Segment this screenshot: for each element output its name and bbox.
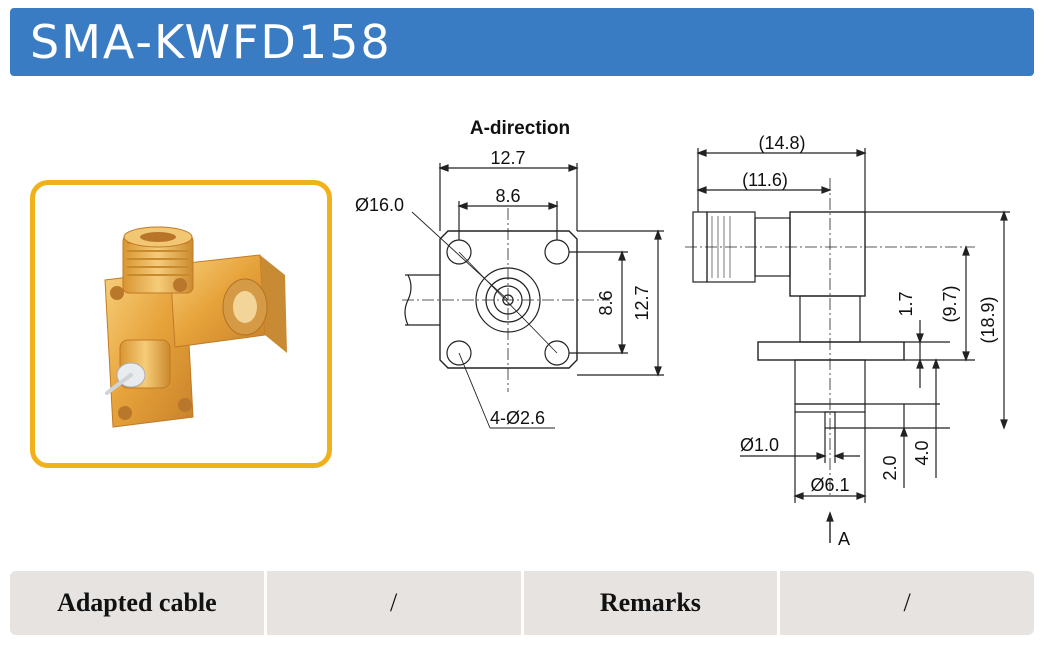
connector-photo (104, 226, 287, 428)
dimension-drawing: A-direction 12.7 8.6 Ø16.0 8.6 12.7 4-Ø2… (355, 118, 1010, 549)
dim-flange-thickness: 1.7 (896, 291, 916, 316)
product-photo-frame (30, 180, 332, 468)
dim-diameter: Ø16.0 (355, 195, 404, 215)
dim-width-outer: 12.7 (490, 148, 525, 168)
dim-length-overall: (14.8) (758, 133, 805, 153)
dim-height-outer: 12.7 (632, 285, 652, 320)
dim-hole-spacing-v: 8.6 (596, 290, 616, 315)
title-banner: SMA-KWFD158 (10, 8, 1034, 76)
direction-label: A (838, 529, 850, 549)
adapted-cable-value: / (266, 571, 521, 635)
product-title: SMA-KWFD158 (30, 15, 392, 69)
front-view-title: A-direction (470, 118, 570, 139)
dim-pin-diameter: Ø1.0 (740, 435, 779, 455)
dim-height-upper: (9.7) (940, 285, 960, 322)
dim-height-overall: (18.9) (978, 296, 998, 343)
dim-insulator-length: 4.0 (912, 440, 932, 465)
remarks-label: Remarks (523, 571, 778, 635)
dim-hole-spacing-h: 8.6 (495, 186, 520, 206)
dim-holes: 4-Ø2.6 (490, 408, 545, 428)
dim-dielectric-diameter: Ø6.1 (810, 475, 849, 495)
dim-pin-length: 2.0 (880, 455, 900, 480)
dim-length-body: (11.6) (742, 170, 788, 190)
adapted-cable-label: Adapted cable (10, 571, 264, 635)
remarks-value: / (780, 571, 1034, 635)
spec-table: Adapted cable / Remarks / (10, 571, 1034, 635)
